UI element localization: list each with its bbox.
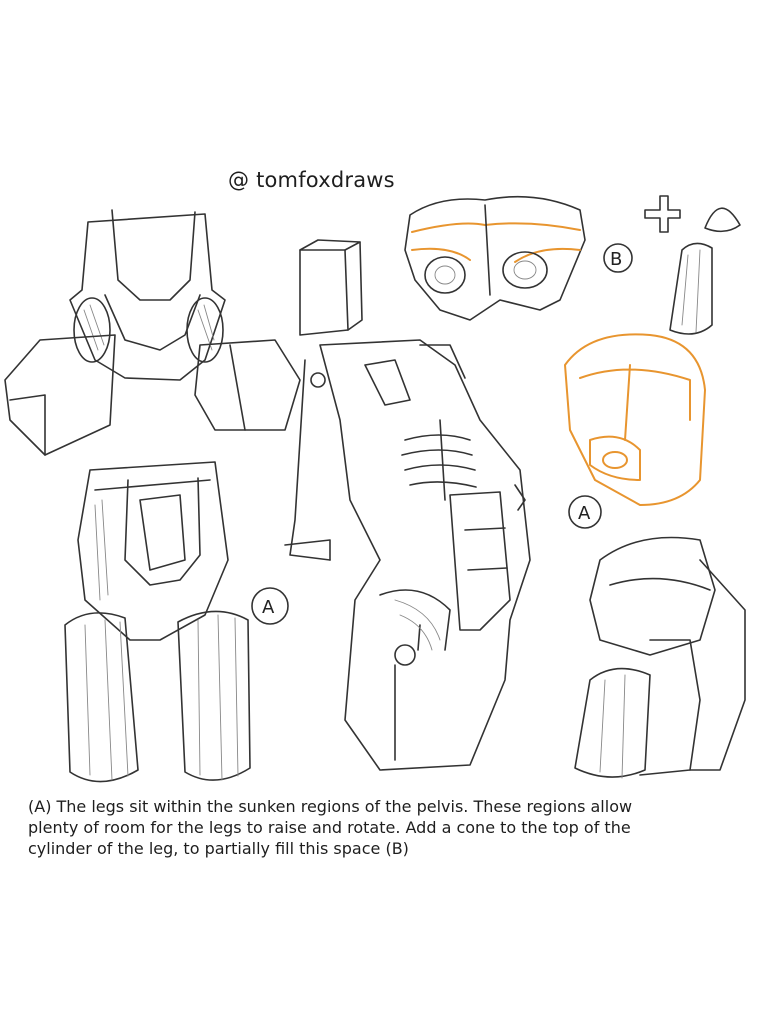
artist-credit: @ tomfoxdraws	[228, 168, 395, 192]
sketch-leg-cylinder-right	[177, 610, 251, 781]
svg-text:A: A	[578, 503, 591, 524]
sketch-pelvis-shell	[404, 195, 586, 321]
sketch-pelvis-front-top	[69, 209, 226, 381]
sketch-pelvis-highlight: A	[564, 333, 706, 529]
sketch-thigh-right-top	[194, 339, 301, 431]
caption-line-3: cylinder of the leg, to partially fill t…	[28, 839, 409, 858]
label-a-left: A	[251, 587, 289, 625]
sketch-pelvis-front-bottom	[77, 461, 229, 641]
sketch-torso-three-quarter	[284, 239, 531, 771]
sketch-cone-cylinder: B	[603, 195, 741, 335]
svg-text:A: A	[262, 597, 275, 618]
caption: (A) The legs sit within the sunken regio…	[28, 796, 748, 859]
caption-line-2: plenty of room for the legs to raise and…	[28, 818, 631, 837]
caption-line-1: (A) The legs sit within the sunken regio…	[28, 797, 633, 816]
svg-text:B: B	[610, 249, 622, 270]
sketch-pelvis-side-bottom	[574, 536, 746, 779]
sketch-leg-cylinder-left	[64, 612, 139, 783]
sketch-thigh-left-top	[4, 334, 116, 456]
